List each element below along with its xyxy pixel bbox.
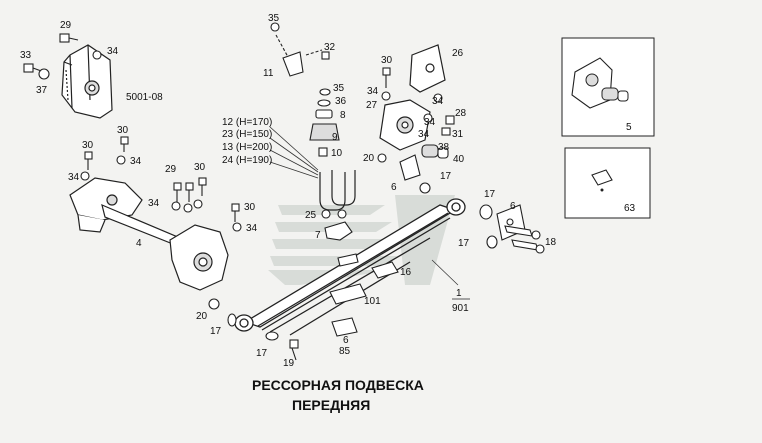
buffer-stack: [309, 88, 340, 157]
callout-34: 34: [432, 96, 444, 107]
callout-6: 6: [343, 335, 349, 346]
callout-30: 30: [194, 162, 206, 173]
spring-pads: [329, 253, 399, 337]
callout-28: 28: [455, 108, 467, 119]
callout-10: 10: [331, 148, 343, 159]
nut-37: [38, 68, 50, 80]
callout-8: 8: [340, 110, 346, 121]
callout-4: 4: [136, 238, 142, 249]
clamp-plate-7: [324, 221, 353, 241]
u-bolt-callout-lines: [269, 126, 319, 179]
callout-34: 34: [424, 117, 436, 128]
callout-33: 33: [20, 50, 32, 61]
callout-20: 20: [363, 153, 375, 164]
callout-labels: 29 33 37 34 5001-08 30 30 34 34 29 30 34…: [20, 13, 636, 369]
callout-85: 85: [339, 346, 351, 357]
nut-34-top-left: [92, 50, 102, 60]
callout-27: 27: [366, 100, 378, 111]
callout-7: 7: [315, 230, 321, 241]
callout-17: 17: [256, 348, 268, 359]
callout-30: 30: [82, 140, 94, 151]
leaf-spring: [234, 198, 466, 336]
callout-40: 40: [453, 154, 465, 165]
callout-34: 34: [68, 172, 80, 183]
callout-9: 9: [332, 132, 338, 143]
callout-34: 34: [148, 198, 160, 209]
u-bolt-size-2: 23 (H=150): [222, 129, 272, 140]
callout-25: 25: [305, 210, 317, 221]
callout-34: 34: [246, 223, 258, 234]
callout-6: 6: [391, 182, 397, 193]
callout-30: 30: [117, 125, 129, 136]
u-bolt-size-4: 24 (H=190): [222, 155, 272, 166]
u-bolt-size-1: 12 (H=170): [222, 117, 272, 128]
leader-line: [431, 259, 459, 286]
callout-35: 35: [333, 83, 345, 94]
stop-bracket-11: [270, 22, 330, 77]
rear-spring-bracket: [379, 44, 446, 151]
u-bolt: [319, 170, 356, 211]
front-eye-fasteners: [208, 298, 299, 361]
callout-18: 18: [545, 237, 557, 248]
callout-901: 901: [452, 303, 469, 314]
bolt-29-top-left: [59, 33, 79, 43]
inset-box-5: [561, 37, 655, 137]
callout-63: 63: [624, 203, 636, 214]
front-axle-beam: [69, 177, 229, 291]
callout-16: 16: [400, 267, 412, 278]
callout-30: 30: [244, 202, 256, 213]
callout-29: 29: [60, 20, 72, 31]
callout-38: 38: [438, 142, 450, 153]
inset-box-63: [564, 147, 651, 219]
callout-20: 20: [196, 311, 208, 322]
callout-34: 34: [107, 46, 119, 57]
callout-6: 6: [510, 201, 516, 212]
callout-34: 34: [367, 86, 379, 97]
callout-29: 29: [165, 164, 177, 175]
callout-34: 34: [418, 129, 430, 140]
rear-shackle-parts: [479, 204, 545, 254]
callout-19: 19: [283, 358, 295, 369]
axle-bolts: [80, 136, 242, 232]
diagram-title-line1: РЕССОРНАЯ ПОДВЕСКА: [252, 377, 424, 393]
u-bolt-size-3: 13 (H=200): [222, 142, 272, 153]
nut-25: [321, 209, 347, 219]
callout-32: 32: [324, 42, 336, 53]
callout-17: 17: [484, 189, 496, 200]
callout-17: 17: [440, 171, 452, 182]
callout-37: 37: [36, 85, 48, 96]
spring-bracket-front: [61, 44, 113, 119]
callout-17: 17: [210, 326, 222, 337]
callout-34: 34: [130, 156, 142, 167]
spacer-17-rear: [419, 182, 431, 194]
callout-35: 35: [268, 13, 280, 24]
callout-17: 17: [458, 238, 470, 249]
rear-bracket-fasteners: [377, 67, 455, 181]
group-code: 5001-08: [126, 92, 163, 103]
callout-101: 101: [364, 296, 381, 307]
callout-26: 26: [452, 48, 464, 59]
callout-1: 1: [456, 288, 462, 299]
callout-30: 30: [381, 55, 393, 66]
callout-31: 31: [452, 129, 464, 140]
callout-5: 5: [626, 122, 632, 133]
callout-11: 11: [263, 68, 274, 79]
callout-36: 36: [335, 96, 347, 107]
bushing-38-40: [421, 144, 449, 159]
diagram-title-line2: ПЕРЕДНЯЯ: [292, 397, 370, 413]
